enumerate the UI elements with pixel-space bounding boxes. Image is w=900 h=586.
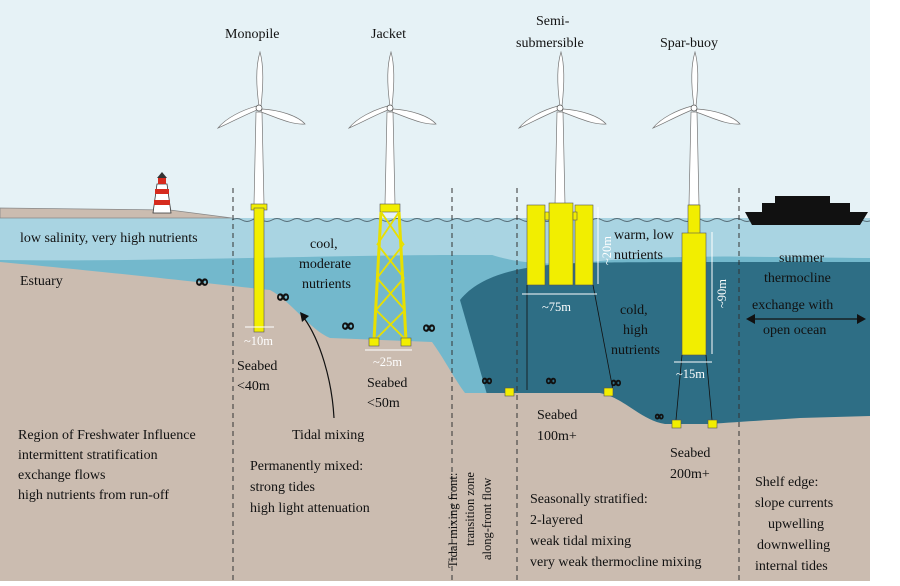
rofi-line-3: exchange flows xyxy=(18,468,105,483)
turbine-title-semi-1: Semi- xyxy=(536,14,570,29)
jacket-turbine xyxy=(347,50,437,347)
seabed-200-label-1: Seabed xyxy=(670,446,710,461)
monopile-width-label: ~10m xyxy=(244,334,273,348)
turbine-title-monopile: Monopile xyxy=(225,27,279,42)
stratified-line-1: Seasonally stratified: xyxy=(530,492,648,507)
stratified-line-4: very weak thermocline mixing xyxy=(530,555,701,570)
shelf-line-4: downwelling xyxy=(757,538,830,553)
front-line-3: along-front flow xyxy=(480,478,494,560)
spar-width-label: ~15m xyxy=(676,367,705,381)
shelf-line-2: slope currents xyxy=(755,496,833,511)
front-line-1: Tidal mixing front: xyxy=(446,473,460,568)
coastline xyxy=(0,207,233,219)
seabed-50-label-2: <50m xyxy=(367,396,400,411)
stratified-line-3: weak tidal mixing xyxy=(530,534,631,549)
cool-label-1: cool, xyxy=(310,237,338,252)
stratified-line-2: 2-layered xyxy=(530,513,583,528)
exchange-label-1: exchange with xyxy=(752,298,833,313)
ship-icon xyxy=(745,196,868,225)
cold-label-2: high xyxy=(623,323,648,338)
summer-label-1: summer xyxy=(779,251,824,266)
warm-label-2: nutrients xyxy=(614,248,663,263)
estuary-label: Estuary xyxy=(20,274,63,289)
rofi-line-2: intermittent stratification xyxy=(18,448,158,463)
zone-dividers xyxy=(232,188,740,580)
cool-label-2: moderate xyxy=(299,257,351,272)
shelf-line-3: upwelling xyxy=(768,517,824,532)
exchange-arrow xyxy=(746,314,866,324)
spar-buoy-turbine xyxy=(651,50,741,429)
seabed-100-label-2: 100m+ xyxy=(537,429,577,444)
spar-draft-label: ~90m xyxy=(715,279,729,308)
semi-submersible-turbine xyxy=(504,50,614,397)
exchange-label-2: open ocean xyxy=(763,323,826,338)
dimension-markers xyxy=(245,207,713,363)
sky xyxy=(0,0,870,225)
arrow-head-icon xyxy=(300,312,309,322)
shelf-line-5: internal tides xyxy=(755,559,828,574)
shelf-line-1: Shelf edge: xyxy=(755,475,818,490)
tidal-mixing-arrow xyxy=(303,317,335,419)
turbine-title-semi-2: submersible xyxy=(516,36,584,51)
mixing-symbol: ∞ xyxy=(611,376,621,391)
seabed-200-label-2: 200m+ xyxy=(670,467,710,482)
low-salinity-label: low salinity, very high nutrients xyxy=(20,231,198,246)
lighthouse-icon xyxy=(152,172,172,214)
turbine-title-spar: Spar-buoy xyxy=(660,36,718,51)
mixing-symbol: ∞ xyxy=(546,374,556,389)
right-margin xyxy=(870,0,900,581)
seabed xyxy=(0,262,870,581)
jacket-width-label: ~25m xyxy=(373,355,402,369)
rofi-line-1: Region of Freshwater Influence xyxy=(18,428,196,443)
mixing-symbol: ∞ xyxy=(423,318,435,337)
semi-width-label: ~75m xyxy=(542,300,571,314)
rofi-line-4: high nutrients from run-off xyxy=(18,488,169,503)
mixing-symbols: ∞ ∞ ∞ ∞ ∞ ∞ ∞ ∞ xyxy=(195,271,664,423)
mixing-symbol: ∞ xyxy=(655,409,664,423)
tidal-mixing-label: Tidal mixing xyxy=(292,428,364,443)
seabed-40-label-1: Seabed xyxy=(237,359,277,374)
mixed-line-1: Permanently mixed: xyxy=(250,459,363,474)
mixing-symbol: ∞ xyxy=(482,374,492,389)
mixed-line-3: high light attenuation xyxy=(250,501,370,516)
semi-draft-label: ~20m xyxy=(600,236,614,265)
turbine-title-jacket: Jacket xyxy=(371,27,406,42)
cool-label-3: nutrients xyxy=(302,277,351,292)
seabed-100-label-1: Seabed xyxy=(537,408,577,423)
mixing-symbol: ∞ xyxy=(196,272,208,291)
summer-label-2: thermocline xyxy=(764,271,831,286)
mixing-symbol: ∞ xyxy=(277,287,289,306)
seabed-50-label-1: Seabed xyxy=(367,376,407,391)
warm-label-1: warm, low xyxy=(614,228,675,243)
mixing-symbol: ∞ xyxy=(342,316,354,335)
front-line-2: transition zone xyxy=(463,472,477,546)
cold-label-3: nutrients xyxy=(611,343,660,358)
seabed-40-label-2: <40m xyxy=(237,379,270,394)
monopile-turbine xyxy=(216,50,306,333)
cold-label-1: cold, xyxy=(620,303,648,318)
mixed-line-2: strong tides xyxy=(250,480,315,495)
